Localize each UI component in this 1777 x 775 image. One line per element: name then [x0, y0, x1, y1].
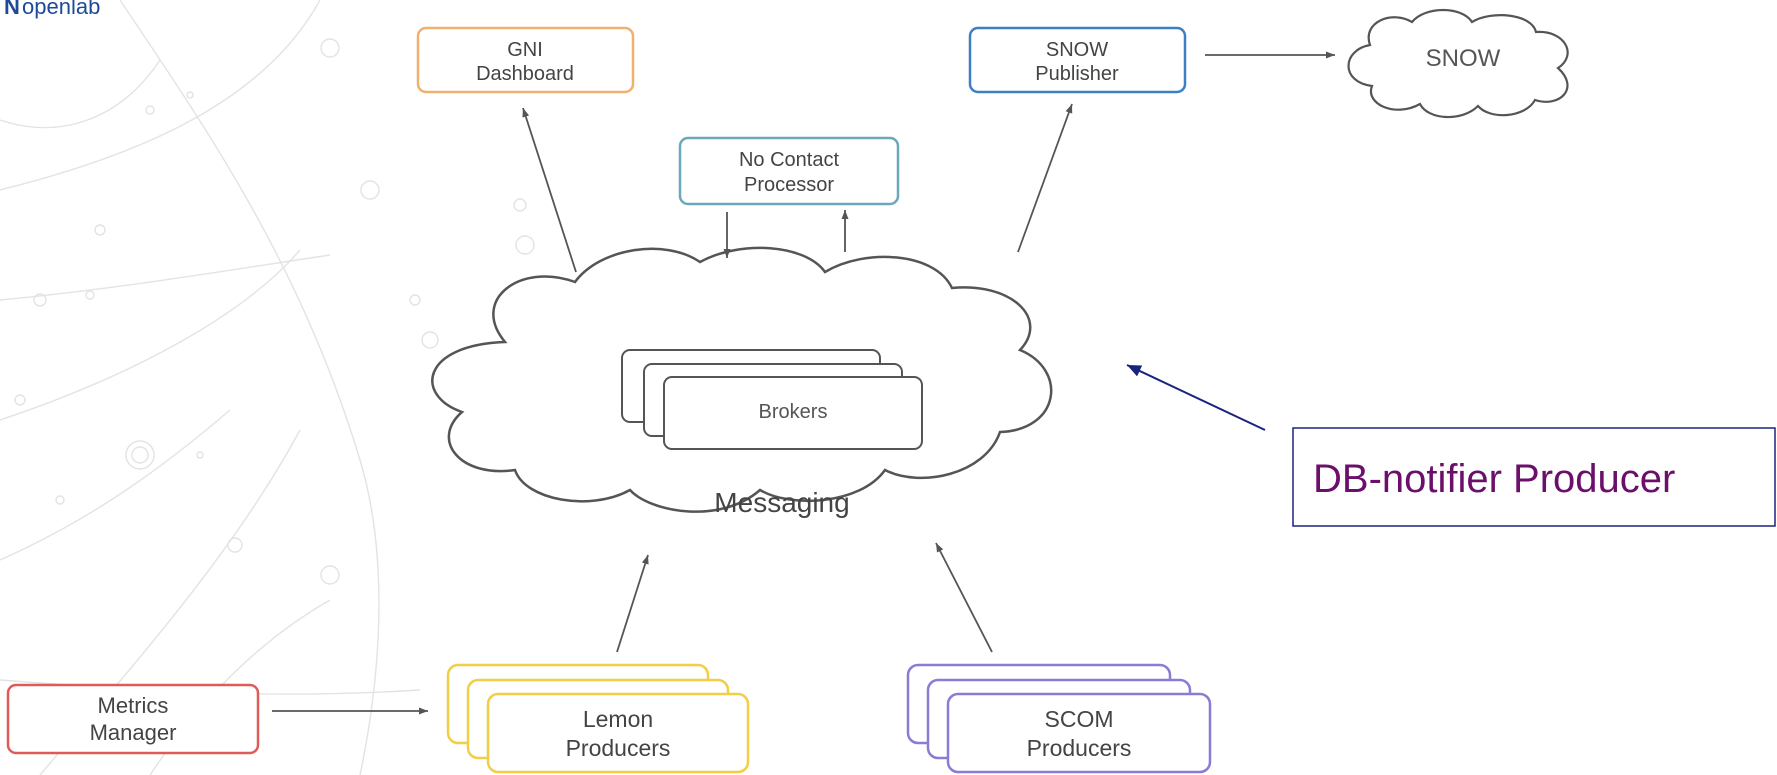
logo-mark: N: [4, 0, 20, 19]
snow-publisher-line2: Publisher: [1035, 63, 1119, 85]
arrow-db-notifier-to-messaging: [1126, 364, 1266, 431]
lemon-producers-line2: Producers: [566, 735, 671, 761]
snow-publisher-box: SNOW Publisher: [968, 26, 1187, 94]
arrow-messaging-to-gni-dashboard: [522, 107, 577, 273]
db-notifier-producer-label: DB-notifier Producer: [1313, 457, 1675, 501]
lemon-producers-stack: Lemon Producers: [446, 663, 750, 774]
snow-cloud: SNOW: [1347, 9, 1569, 119]
messaging-label: Messaging: [714, 487, 849, 518]
gni-dashboard-box: GNI Dashboard: [416, 26, 635, 94]
metrics-manager-box: Metrics Manager: [6, 683, 260, 755]
scom-producers-stack: SCOM Producers: [906, 663, 1212, 774]
lemon-producers-line1: Lemon: [583, 706, 653, 732]
arrow-messaging-to-snow-publisher: [1017, 103, 1073, 253]
snow-publisher-line1: SNOW: [1046, 39, 1108, 61]
gni-dashboard-line1: GNI: [507, 39, 543, 61]
arrows: [272, 51, 1335, 715]
arrow-lemon-to-messaging: [616, 554, 649, 653]
brokers-stack: Brokers: [621, 349, 923, 450]
no-contact-processor-box: No Contact Processor: [678, 136, 900, 206]
metrics-manager-line2: Manager: [90, 720, 177, 745]
scom-producers-line1: SCOM: [1045, 706, 1114, 732]
gni-dashboard-line2: Dashboard: [476, 63, 574, 85]
no-contact-processor-line1: No Contact: [739, 149, 839, 171]
brokers-label: Brokers: [759, 401, 828, 423]
no-contact-processor-line2: Processor: [744, 174, 834, 196]
openlab-logo: N openlab: [4, 0, 100, 19]
snow-cloud-label: SNOW: [1426, 45, 1501, 72]
db-notifier-producer-box: DB-notifier Producer: [1292, 427, 1776, 527]
logo-text: openlab: [22, 0, 100, 19]
arrow-scom-to-messaging: [935, 542, 993, 653]
scom-producers-line2: Producers: [1027, 735, 1132, 761]
metrics-manager-line1: Metrics: [98, 693, 169, 718]
snow-cloud-shape: [1347, 9, 1569, 119]
